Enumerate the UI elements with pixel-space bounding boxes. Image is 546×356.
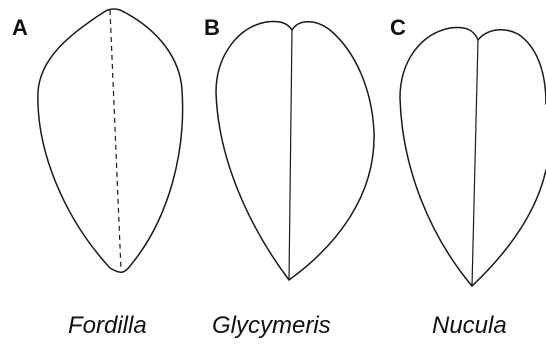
panel-letter-c: C (390, 17, 406, 39)
caption-fordilla: Fordilla (68, 314, 147, 338)
nucula-outline-right-lower (472, 170, 546, 286)
fordilla-outline (38, 12, 183, 272)
fordilla-dashed-midline (110, 10, 121, 270)
panel-letter-b: B (204, 17, 220, 39)
fordilla-umbo (104, 9, 124, 12)
glycymeris-outline (216, 21, 374, 280)
caption-glycymeris: Glycymeris (212, 314, 331, 338)
nucula-midline (472, 40, 478, 286)
glycymeris-shell (216, 21, 374, 280)
glycymeris-midline (289, 30, 292, 280)
nucula-shell (400, 28, 546, 287)
fordilla-shell (38, 9, 183, 272)
panel-letter-a: A (12, 17, 28, 39)
caption-nucula: Nucula (432, 314, 507, 338)
